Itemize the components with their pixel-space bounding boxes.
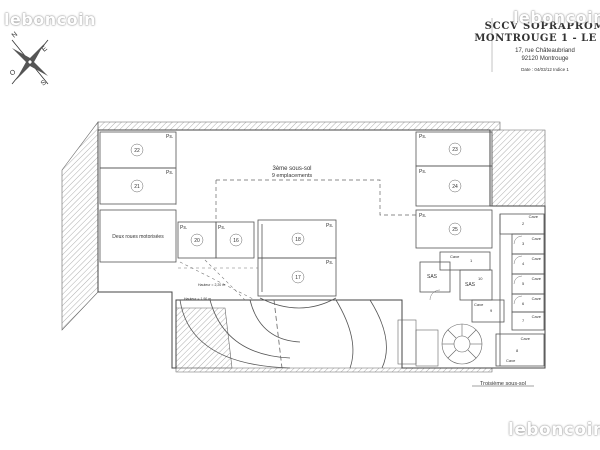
- bays-center: [257, 219, 337, 297]
- ps-label: Ps.: [166, 170, 173, 176]
- stairs: [397, 319, 483, 367]
- cave-label: Cave: [532, 296, 542, 301]
- hatched-wall-bottom: [175, 367, 493, 373]
- compass-o: O: [9, 68, 18, 77]
- hauteur-label: Hauteur = 2,20 m: [198, 283, 225, 287]
- level-caption: Troisième sous-sol: [480, 381, 526, 387]
- watermark-bottom-right: leboncoin: [508, 420, 600, 440]
- ps-label: Ps.: [166, 134, 173, 140]
- cave-number: 4: [522, 261, 525, 266]
- spot-number: 18: [295, 237, 301, 243]
- hatched-wall-left: [61, 121, 99, 331]
- dashed-diagonals: [178, 259, 258, 301]
- cave-label: Cave: [474, 302, 484, 307]
- caves-block: [419, 213, 545, 367]
- title-line2: MONTROUGE 1 - LE 17: [474, 33, 600, 44]
- ps-label: Ps.: [326, 223, 333, 229]
- cave-number: 9: [490, 308, 493, 313]
- ps-label: Ps.: [419, 134, 426, 140]
- dashed-zone: [216, 179, 416, 216]
- cave-number: 2: [522, 221, 525, 226]
- compass-rose: [11, 39, 49, 85]
- spot-number: 23: [452, 147, 458, 153]
- spot-number: 22: [134, 148, 140, 154]
- compass-s: S: [40, 79, 48, 88]
- moto-label: Deux roues motorisées: [112, 234, 164, 240]
- ps-label: Ps.: [218, 225, 225, 231]
- title-line1: SCCV SOPRAPROM: [485, 21, 600, 32]
- cave-number: 7: [522, 318, 525, 323]
- cave-label: Cave: [529, 214, 539, 219]
- spot-number: 17: [295, 275, 301, 281]
- cave-label: Cave: [532, 314, 542, 319]
- hatched-wall-right: [491, 129, 546, 207]
- level-count: 9 emplacements: [272, 173, 313, 179]
- cave-label: Cave: [532, 276, 542, 281]
- compass-e: E: [41, 45, 49, 54]
- bays-left: [99, 131, 255, 263]
- spot-number: 16: [233, 238, 239, 244]
- sas-label: SAS: [427, 274, 438, 280]
- spot-circles: [130, 142, 462, 284]
- watermark-top-right: leboncoin: [513, 8, 600, 27]
- cave-number: 8: [516, 348, 519, 353]
- cave-number: 3: [522, 241, 525, 246]
- cave-label: Cave: [506, 358, 516, 363]
- cave-number: 6: [522, 301, 525, 306]
- ps-label: Ps.: [180, 225, 187, 231]
- spot-number: 25: [452, 227, 458, 233]
- ramp-axis: [273, 299, 283, 369]
- cave-label: Cave: [450, 254, 460, 259]
- spot-number: 24: [452, 184, 458, 190]
- title-address1: 17, rue Châteaubriand: [515, 48, 575, 54]
- ps-label: Ps.: [326, 260, 333, 266]
- ps-label: Ps.: [419, 169, 426, 175]
- ramp-curves: [179, 297, 387, 369]
- cave-number: 10: [478, 276, 483, 281]
- bays-right: [415, 131, 493, 249]
- cave-label: Cave: [532, 256, 542, 261]
- cave-label: Cave: [532, 236, 542, 241]
- ps-label: Ps.: [419, 213, 426, 219]
- title-date: Date : 04/03/12 Indice 1: [521, 67, 569, 72]
- cave-number: 5: [522, 281, 525, 286]
- cave-label: Cave: [521, 336, 531, 341]
- hatched-wall-top: [97, 121, 501, 131]
- door-arcs: [429, 235, 523, 305]
- level-label: 3ème sous-sol: [272, 166, 311, 172]
- sas-label: SAS: [465, 282, 476, 288]
- cave-number: 1: [470, 258, 473, 263]
- title-address2: 92120 Montrouge: [521, 56, 569, 62]
- spot-number: 20: [194, 238, 200, 244]
- spot-number: 21: [134, 184, 140, 190]
- hauteur-label: Hauteur = 1,90 m: [184, 297, 211, 301]
- compass-n: N: [11, 31, 19, 40]
- watermark-top-left: leboncoin: [4, 10, 97, 29]
